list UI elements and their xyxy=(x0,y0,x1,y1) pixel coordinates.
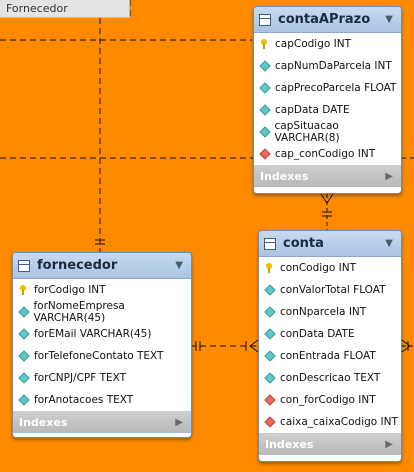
column-row[interactable]: conCodigo INT xyxy=(259,257,401,279)
table-header[interactable]: contaAPrazo ▼ xyxy=(254,7,401,33)
column-row[interactable]: caixa_caixaCodigo INT xyxy=(259,411,401,433)
table-title: fornecedor xyxy=(37,258,118,273)
region-label[interactable]: Fornecedor xyxy=(0,0,130,18)
triangle-right-icon[interactable]: ▶ xyxy=(385,438,393,450)
column-label: caixa_caixaCodigo INT xyxy=(280,416,398,428)
table-conta[interactable]: conta ▼ conCodigo INT conValorTotal FLOA… xyxy=(258,230,402,462)
column-label: con_forCodigo INT xyxy=(280,394,376,406)
column-row[interactable]: capNumDaParcela INT xyxy=(254,55,401,77)
triangle-right-icon[interactable]: ▶ xyxy=(385,170,393,182)
table-icon xyxy=(18,259,30,272)
attribute-icon xyxy=(265,351,275,361)
rel-crow-conta-a xyxy=(320,193,328,204)
column-row[interactable]: cap_conCodigo INT xyxy=(254,143,401,165)
attribute-icon xyxy=(265,307,275,317)
column-row[interactable]: capCodigo INT xyxy=(254,33,401,55)
attribute-icon xyxy=(265,329,275,339)
column-row[interactable]: forCodigo INT xyxy=(13,279,191,301)
table-icon xyxy=(264,237,276,250)
column-label: capSituacao VARCHAR(8) xyxy=(274,120,340,144)
column-row[interactable]: conDescricao TEXT xyxy=(259,367,401,389)
column-row[interactable]: forNomeEmpresa VARCHAR(45) xyxy=(13,300,191,324)
attribute-icon xyxy=(260,61,270,71)
attribute-icon xyxy=(265,285,275,295)
indexes-label: Indexes xyxy=(265,437,314,451)
column-row[interactable]: forCNPJ/CPF TEXT xyxy=(13,367,191,389)
attribute-icon xyxy=(260,105,270,115)
column-row[interactable]: conValorTotal FLOAT xyxy=(259,279,401,301)
rel-crow-side-a xyxy=(249,339,259,347)
rel-crow-conta-b xyxy=(326,193,334,204)
column-row[interactable]: forAnotacoes TEXT xyxy=(13,389,191,411)
column-label: conNparcela INT xyxy=(280,306,367,318)
indexes-bar[interactable]: Indexes ▶ xyxy=(254,165,401,187)
rel-crow-side-b xyxy=(249,345,259,353)
triangle-down-icon[interactable]: ▼ xyxy=(385,14,393,25)
column-label: capNumDaParcela INT xyxy=(275,60,392,72)
column-label: capCodigo INT xyxy=(275,38,352,50)
column-label: capPrecoParcela FLOAT xyxy=(275,82,397,94)
attribute-icon xyxy=(19,373,29,383)
column-label: conDescricao TEXT xyxy=(280,372,381,384)
attribute-icon xyxy=(19,395,29,405)
attribute-icon xyxy=(265,373,275,383)
triangle-down-icon[interactable]: ▼ xyxy=(175,260,183,271)
column-label: conData DATE xyxy=(280,328,355,340)
column-label: forNomeEmpresa VARCHAR(45) xyxy=(33,300,125,324)
table-title: contaAPrazo xyxy=(278,12,371,27)
attribute-icon xyxy=(19,351,29,361)
table-fornecedor[interactable]: fornecedor ▼ forCodigo INT forNomeEmpres… xyxy=(12,252,192,438)
triangle-right-icon[interactable]: ▶ xyxy=(175,416,183,428)
rel-crow-right-a xyxy=(401,339,411,347)
column-row[interactable]: con_forCodigo INT xyxy=(259,389,401,411)
column-label: forCNPJ/CPF TEXT xyxy=(34,372,127,384)
column-row[interactable]: conData DATE xyxy=(259,323,401,345)
column-row[interactable]: forTelefoneContato TEXT xyxy=(13,345,191,367)
column-label: conEntrada FLOAT xyxy=(280,350,376,362)
attribute-icon xyxy=(260,127,270,137)
table-icon xyxy=(259,13,271,26)
indexes-label: Indexes xyxy=(260,169,309,183)
attribute-icon xyxy=(260,83,270,93)
column-row[interactable]: forEMail VARCHAR(45) xyxy=(13,323,191,345)
column-label: forCodigo INT xyxy=(34,284,106,296)
column-label: forTelefoneContato TEXT xyxy=(34,350,164,362)
column-row[interactable]: capPrecoParcela FLOAT xyxy=(254,77,401,99)
indexes-label: Indexes xyxy=(19,415,68,429)
foreign-key-icon xyxy=(265,395,275,405)
foreign-key-icon xyxy=(265,417,275,427)
column-label: forEMail VARCHAR(45) xyxy=(34,328,152,340)
column-label: conValorTotal FLOAT xyxy=(280,284,386,296)
key-icon xyxy=(260,39,270,49)
rel-crow-right-b xyxy=(401,345,411,353)
column-row[interactable]: conEntrada FLOAT xyxy=(259,345,401,367)
key-icon xyxy=(265,263,275,273)
attribute-icon xyxy=(19,307,28,317)
column-row[interactable]: capData DATE xyxy=(254,99,401,121)
foreign-key-icon xyxy=(260,149,270,159)
attribute-icon xyxy=(19,329,29,339)
column-label: conCodigo INT xyxy=(280,262,356,274)
column-row[interactable]: conNparcela INT xyxy=(259,301,401,323)
column-label: forAnotacoes TEXT xyxy=(34,394,134,406)
table-header[interactable]: fornecedor ▼ xyxy=(13,253,191,279)
indexes-bar[interactable]: Indexes ▶ xyxy=(13,411,191,433)
table-title: conta xyxy=(283,236,324,251)
table-contaAPrazo[interactable]: contaAPrazo ▼ capCodigo INT capNumDaParc… xyxy=(253,6,402,194)
column-label: cap_conCodigo INT xyxy=(275,148,376,160)
triangle-down-icon[interactable]: ▼ xyxy=(385,238,393,249)
indexes-bar[interactable]: Indexes ▶ xyxy=(259,433,401,455)
key-icon xyxy=(19,285,29,295)
table-header[interactable]: conta ▼ xyxy=(259,231,401,257)
column-label: capData DATE xyxy=(275,104,350,116)
column-row[interactable]: capSituacao VARCHAR(8) xyxy=(254,120,401,144)
